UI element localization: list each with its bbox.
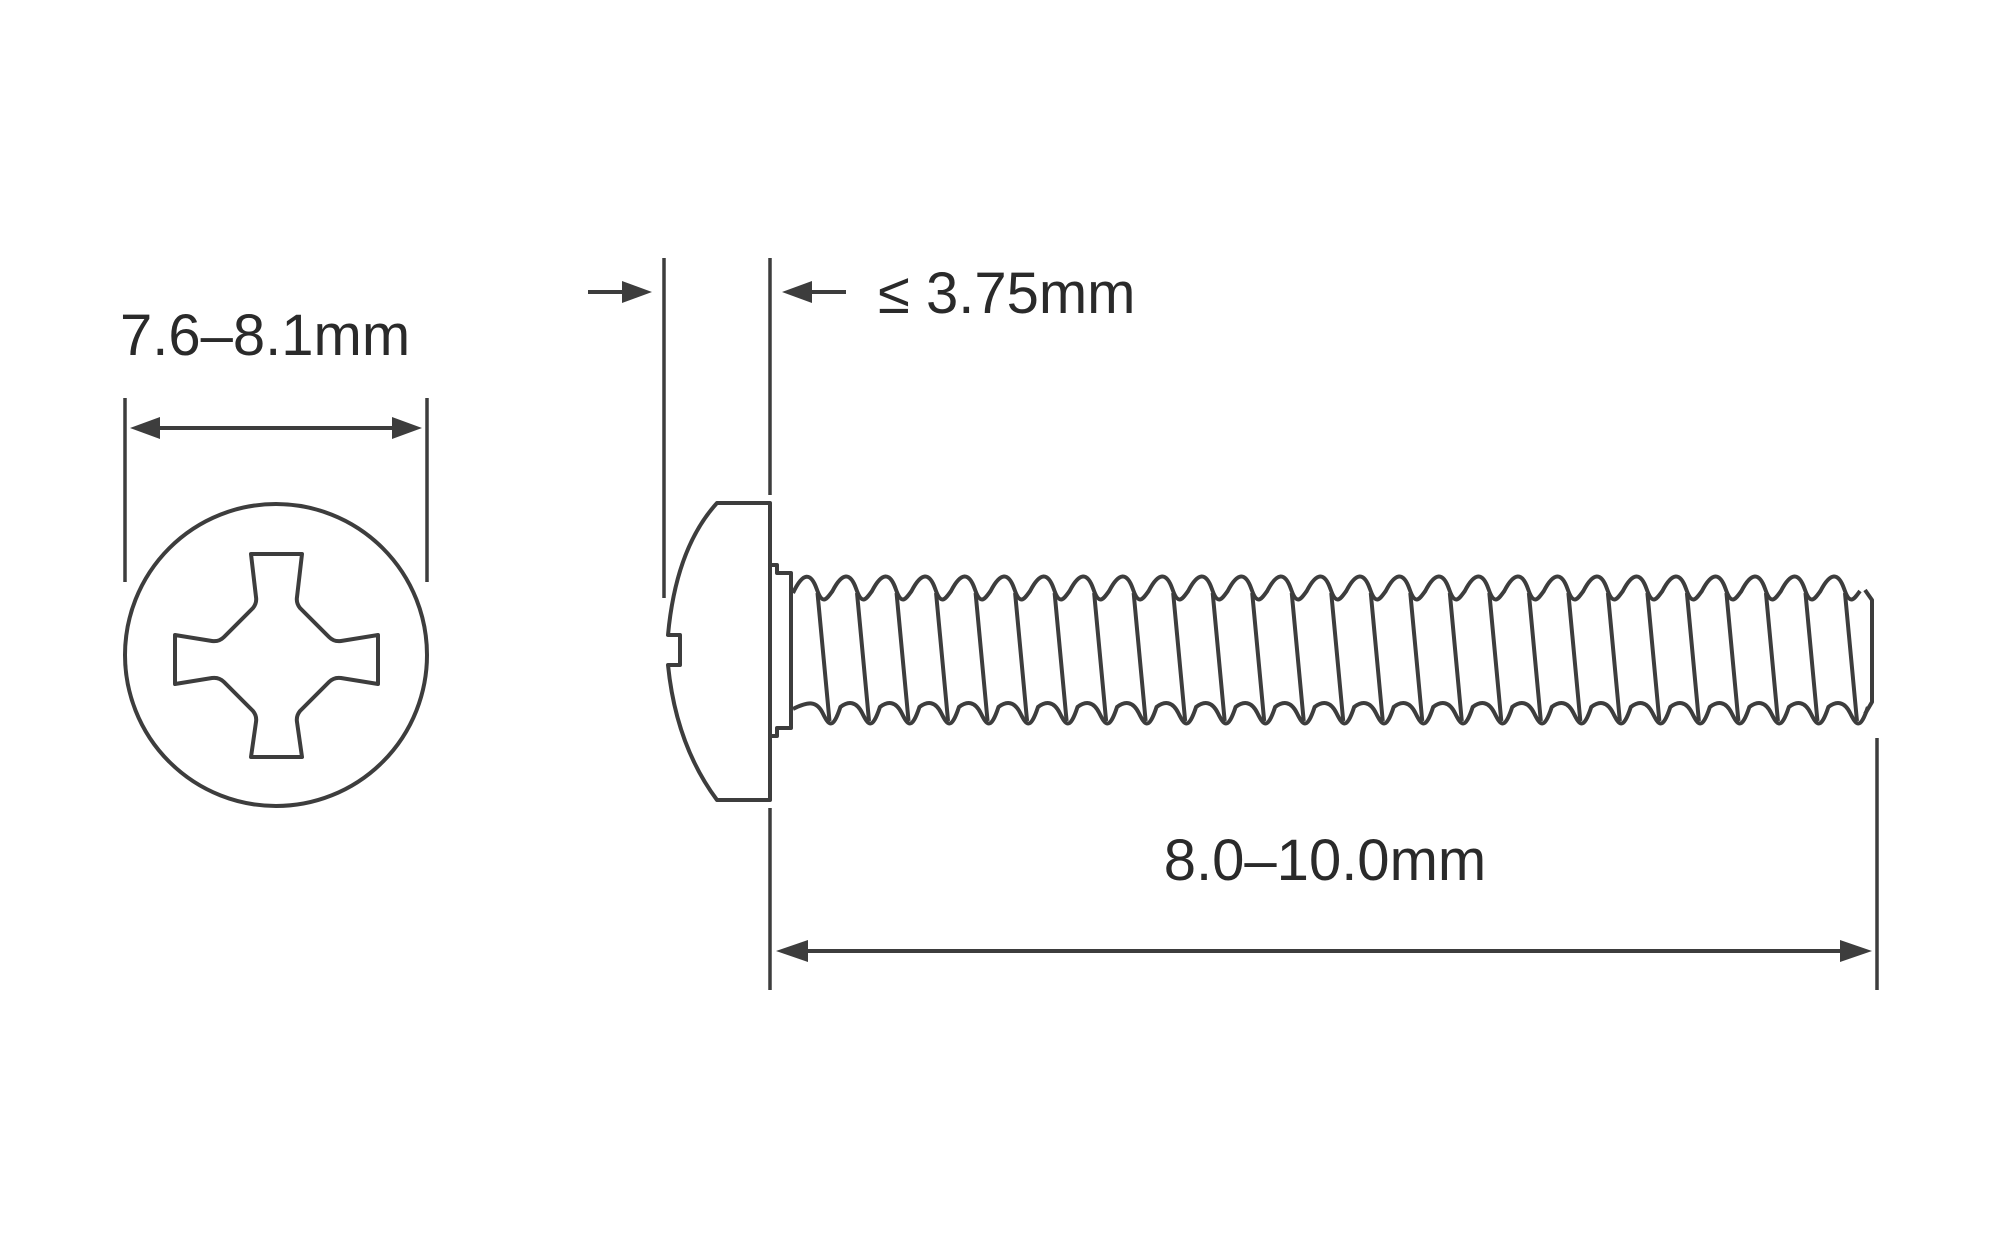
screw-threads <box>791 574 1874 726</box>
side-profile-view: ≤ 3.75mm 8.0–10.0mm <box>588 258 1879 990</box>
head-top-view: 7.6–8.1mm <box>120 303 429 808</box>
head-diameter-label: 7.6–8.1mm <box>120 303 410 368</box>
thread-length-label: 8.0–10.0mm <box>1164 828 1486 893</box>
screw-neck <box>770 563 793 738</box>
head-height-label: ≤ 3.75mm <box>878 261 1135 326</box>
head-outline-circle <box>123 502 429 808</box>
screw-head-profile <box>666 501 772 802</box>
length-dimension-arrow <box>776 940 1872 962</box>
phillips-cross-icon <box>173 552 380 759</box>
diameter-dimension-arrow <box>130 417 422 439</box>
head-height-arrow-right <box>782 281 846 303</box>
head-height-arrow-left <box>588 281 652 303</box>
